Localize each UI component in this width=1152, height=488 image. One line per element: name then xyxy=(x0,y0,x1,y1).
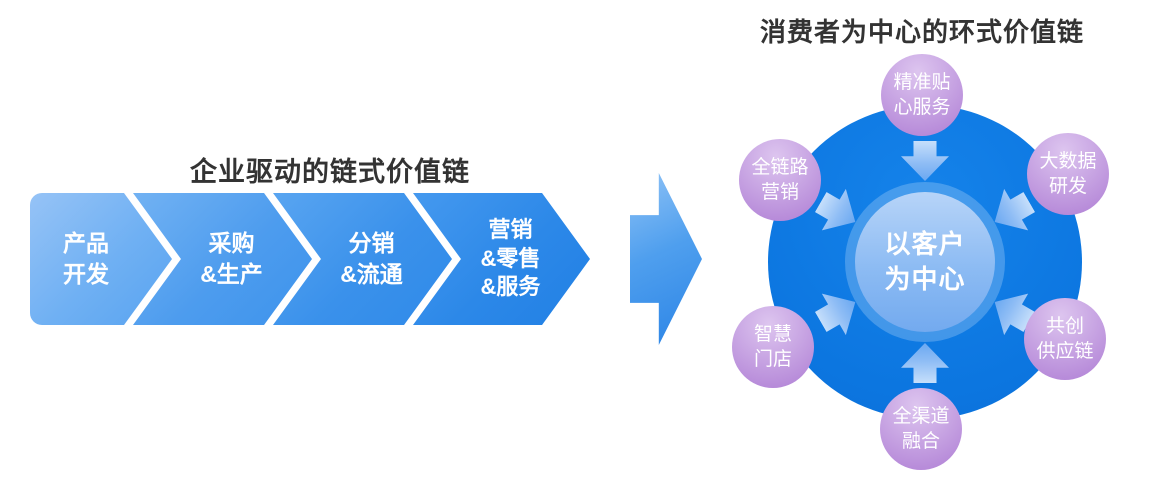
node-label: 全渠道 融合 xyxy=(892,405,950,452)
node-smart-stores: 智慧 门店 xyxy=(732,306,814,388)
node-label: 精准贴 心服务 xyxy=(893,71,951,118)
node-cocreated-supply-chain: 共创 供应链 xyxy=(1024,298,1106,380)
center-node-label: 以客户 为中心 xyxy=(884,228,966,294)
circular-section-title: 消费者为中心的环式价值链 xyxy=(759,17,1084,47)
node-big-data-rnd: 大数据 研发 xyxy=(1027,133,1109,215)
chain-section-title: 企业驱动的链式价值链 xyxy=(190,157,470,187)
node-omnichannel-integration: 全渠道 融合 xyxy=(880,388,962,470)
stage-label: 分销 &流通 xyxy=(340,229,403,287)
stage-label: 营销 &零售 &服务 xyxy=(480,217,541,300)
center-customer-node: 以客户 为中心 xyxy=(855,192,995,332)
node-precise-caring-service: 精准贴 心服务 xyxy=(881,54,963,136)
node-label: 共创 供应链 xyxy=(1036,315,1094,362)
node-label: 大数据 研发 xyxy=(1039,150,1097,197)
stage-label: 产品 开发 xyxy=(63,229,109,287)
transition-arrow-icon xyxy=(630,173,702,345)
stage-label: 采购 &生产 xyxy=(200,229,263,287)
node-full-link-marketing: 全链路 营销 xyxy=(739,139,821,221)
node-label: 全链路 营销 xyxy=(751,156,809,203)
node-label: 智慧 门店 xyxy=(753,323,792,370)
